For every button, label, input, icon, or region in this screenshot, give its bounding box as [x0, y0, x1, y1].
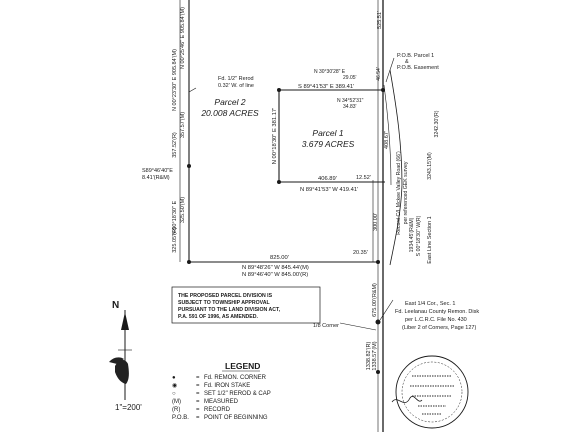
- approval-line-4: P.A. 591 OF 1996, AS AMENDED.: [178, 314, 259, 320]
- approval-line-1: THE PROPOSED PARCEL DIVISION IS: [178, 293, 273, 299]
- north-arrow-icon: [118, 310, 132, 400]
- quarter-corner-label-1: East 1/4 Cor., Sec. 1: [405, 301, 455, 307]
- lower-vertical-label-3: 1338.57'(M): [372, 341, 378, 370]
- legend-item-symbol-2: ◉: [172, 383, 177, 389]
- legend-item-dash-2: =: [196, 383, 200, 389]
- quarter-corner-label-3: per L.C.R.C. File No. 430: [405, 317, 467, 323]
- legend-item-symbol-4: (M): [172, 399, 181, 405]
- left-vertical-label-1: N 00°23'30" E 905.84'(M): [172, 49, 178, 111]
- michigan-map-icon: [109, 357, 129, 384]
- approval-note: THE PROPOSED PARCEL DIVISION IS SUBJECT …: [171, 286, 321, 324]
- legend: LEGEND ● = Fd. REMON. CORNER ◉ = Fd. IRO…: [172, 361, 271, 421]
- parcel-1-corner-dist: 46.54': [376, 67, 382, 81]
- left-angle-label-1: S89°46'40"E: [142, 168, 173, 174]
- east-line-section: [372, 0, 384, 432]
- centerline-label-2: per referenced GEK survey: [403, 161, 409, 224]
- eighth-corner-label: 1/8 Corner: [313, 323, 339, 329]
- left-vertical-label-3: 357.57'(M): [180, 112, 186, 138]
- legend-item-symbol-6: P.O.B.: [172, 415, 189, 421]
- signature-scribble: [391, 396, 423, 403]
- legend-item-dash-6: =: [196, 415, 200, 421]
- pob-easement-label: P.O.B. Easement: [397, 65, 439, 71]
- legend-item-text-5: RECORD: [204, 407, 231, 413]
- legend-item-dash-3: =: [196, 391, 200, 397]
- left-vertical-label-5: 325.05'(R): [172, 227, 178, 253]
- parcel-1-bottom-inner: 406.89': [318, 176, 337, 182]
- parcel-1-right-dist: 408.67': [384, 131, 390, 149]
- parcel-1-name: Parcel 1: [312, 128, 343, 138]
- parcel-1-small-3: 34.83': [343, 104, 357, 110]
- right-vertical-label-1: 300.00': [373, 213, 379, 231]
- pob-ampersand-label: &: [405, 59, 409, 65]
- parcel-1-small-1: N 30°30'28" E: [314, 69, 346, 75]
- parcel-2-boundary: [179, 0, 378, 263]
- legend-item-text-3: SET 1/2" REROD & CAP: [204, 391, 271, 397]
- parcel-2-name: Parcel 2: [214, 97, 245, 107]
- top-left-vertical-label: N 00°25'46" E 905.84'(M): [180, 7, 186, 69]
- legend-item-text-4: MEASURED: [204, 399, 239, 405]
- legend-item-text-2: Fd. IRON STAKE: [204, 383, 250, 389]
- lower-vertical-label-2: 1338.82'(R): [366, 342, 372, 371]
- surveyor-seal: [395, 355, 469, 429]
- parcel-1-small-2: 29.05': [343, 75, 357, 81]
- road-centerline: [383, 69, 403, 266]
- bottom-dist-825: 825.00': [270, 255, 289, 261]
- legend-title: LEGEND: [225, 361, 260, 371]
- corner-markers: [187, 88, 385, 374]
- north-letter: N: [112, 300, 119, 311]
- legend-item-dash-1: =: [196, 375, 200, 381]
- parcel-1-top-bearing: S 89°41'53" E 389.41': [298, 84, 354, 90]
- approval-line-3: PURSUANT TO THE LAND DIVISION ACT,: [178, 307, 281, 313]
- left-angle-label-2: 8.41'(R&M): [142, 175, 170, 181]
- right-vertical-label-2: S 00°18'30" W(R): [416, 215, 422, 256]
- legend-item-symbol-5: (R): [172, 407, 180, 413]
- bottom-dist-2035: 20.35': [353, 250, 368, 256]
- bottom-bearing-record: N 89°46'40" W 845.00'(R): [242, 272, 308, 278]
- scale-label: 1"=200': [115, 403, 142, 412]
- iron-rod-label: Fd. 1/2" Rerod: [218, 76, 254, 82]
- right-vertical-label-4: 3243.15'(M): [427, 152, 433, 180]
- iron-rod-offset-label: 0.32' W. of line: [218, 83, 254, 89]
- parcel-1-area: 3.679 ACRES: [302, 139, 355, 149]
- legend-item-symbol-3: ○: [172, 391, 176, 397]
- bottom-bearing-measured: N 89°48'26" W 845.44'(M): [242, 265, 309, 271]
- top-right-vertical-label: 525.51': [377, 11, 383, 29]
- legend-item-dash-5: =: [196, 407, 200, 413]
- parcel-1-bottom-bearing: N 89°41'53" W 419.41': [300, 187, 358, 193]
- left-vertical-label-6: 325.50'(M): [180, 197, 186, 223]
- east-line-label: East Line Section 1: [427, 216, 433, 263]
- leader-lines: [188, 57, 395, 331]
- left-vertical-label-4: N 00°18'30" E: [172, 201, 178, 236]
- parcel-1-left-bearing: N 00°18'30" E 381.17': [272, 108, 278, 165]
- lower-vertical-label-1: 675.00'(R&M): [372, 283, 378, 317]
- legend-item-dash-4: =: [196, 399, 200, 405]
- quarter-corner-label-2: Fd. Leelanau County Remon. Disk: [395, 309, 479, 315]
- legend-item-symbol-1: ●: [172, 375, 176, 381]
- left-vertical-label-2: 357.52'(R): [172, 132, 178, 158]
- parcel-1-small-dist: 12.52': [356, 175, 371, 181]
- legend-item-text-6: POINT OF BEGINNING: [204, 415, 268, 421]
- parcel-1-small-4: N 34°52'31": [337, 98, 364, 104]
- pob-parcel-label: P.O.B. Parcel 1: [397, 53, 434, 59]
- approval-line-2: SUBJECT TO TOWNSHIP APPROVAL: [178, 300, 270, 306]
- parcel-2-area: 20.008 ACRES: [200, 108, 259, 118]
- parcel-1-boundary: [278, 89, 385, 183]
- legend-item-text-1: Fd. REMON. CORNER: [204, 375, 267, 381]
- right-vertical-label-3: 1934.45'(R&M): [409, 217, 415, 252]
- quarter-corner-label-4: (Liber 2 of Corners, Page 127): [402, 325, 476, 331]
- right-vertical-label-5: 3242.30'(R): [434, 110, 440, 137]
- centerline-label-1: Record C/L Mckee Valley Road (66'): [396, 151, 402, 235]
